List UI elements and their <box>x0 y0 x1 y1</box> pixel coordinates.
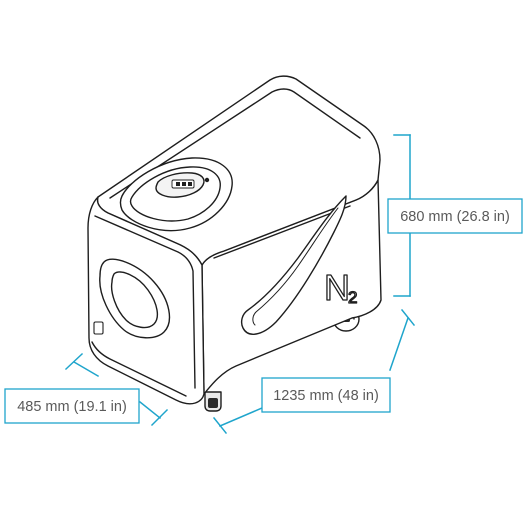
top-side-seam <box>213 205 351 259</box>
depth-dimension <box>212 308 416 435</box>
top-ridge-line <box>109 88 361 199</box>
dimension-labels: 680 mm (26.8 in) 485 mm (19.1 in) 1235 m… <box>4 198 523 424</box>
logo-subscript: 2 <box>348 288 357 307</box>
width-label-box: 485 mm (19.1 in) <box>4 388 140 424</box>
control-panel-pod <box>119 157 233 232</box>
height-label: 680 mm (26.8 in) <box>400 209 510 225</box>
width-dimension <box>64 352 169 427</box>
front-bevel-edge <box>94 215 196 389</box>
front-badge <box>93 321 104 335</box>
depth-label: 1235 mm (48 in) <box>273 388 379 404</box>
side-swoosh <box>240 195 347 335</box>
status-light-icon <box>204 177 210 183</box>
height-label-box: 680 mm (26.8 in) <box>387 198 523 234</box>
width-label: 485 mm (19.1 in) <box>17 399 127 415</box>
depth-label-box: 1235 mm (48 in) <box>261 377 391 413</box>
n2-logo: N 2 <box>323 266 358 308</box>
front-vent <box>99 258 171 339</box>
height-dimension <box>393 134 411 297</box>
nitrogen-generator-illustration: N 2 <box>87 75 382 412</box>
front-bottom-edge <box>91 341 187 397</box>
logo-letter: N <box>324 267 350 308</box>
dimension-lines <box>64 134 416 435</box>
front-foot <box>204 391 222 412</box>
